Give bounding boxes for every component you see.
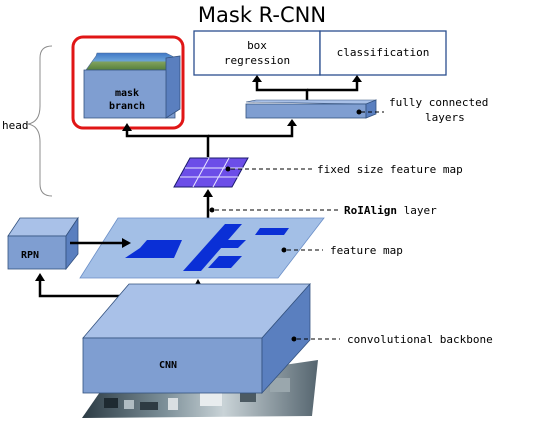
head-brace <box>27 45 53 197</box>
fixed-to-mask-arrow <box>125 128 210 157</box>
classification-box[interactable] <box>319 30 447 76</box>
rpn-label: RPN <box>21 250 39 261</box>
diagram-title: Mask R-CNN <box>198 3 326 27</box>
feature-map-label: feature map <box>330 244 403 257</box>
box-regression-label-line2: regression <box>224 54 290 67</box>
rpn-box[interactable]: RPN <box>7 216 79 271</box>
fc-to-classification-arrow <box>307 80 359 92</box>
fixed-to-fc-arrow <box>208 124 294 138</box>
fixed-size-feature-map[interactable] <box>173 157 249 188</box>
roi-region-3 <box>206 240 246 248</box>
roi-region-5 <box>255 228 289 235</box>
feature-map[interactable] <box>79 217 325 279</box>
classification-label: classification <box>337 46 430 59</box>
output-heads: box regression classification <box>193 30 447 76</box>
mask-branch-label-line2: branch <box>109 101 145 112</box>
mask-branch-box[interactable]: mask branch <box>83 52 181 119</box>
fixed-size-label: fixed size feature map <box>317 163 463 176</box>
box-regression-box[interactable] <box>193 30 321 76</box>
fully-connected-layer[interactable] <box>245 99 377 119</box>
backbone-label: convolutional backbone <box>347 333 493 346</box>
head-label: head <box>2 119 29 132</box>
cnn-backbone[interactable]: CNN <box>82 282 311 395</box>
roi-region-4 <box>208 256 242 268</box>
roialign-label-rest: layer <box>397 204 437 217</box>
fully-connected-label-line2: layers <box>425 111 465 124</box>
fc-to-regression-arrow <box>255 80 309 100</box>
roialign-label: RoIAlign layer <box>344 204 437 217</box>
cnn-label: CNN <box>159 360 177 371</box>
mask-branch-label-line1: mask <box>115 88 139 99</box>
roi-region-1 <box>125 240 182 258</box>
fully-connected-label-line1: fully connected <box>389 96 488 109</box>
roialign-label-bold: RoIAlign <box>344 204 397 217</box>
box-regression-label-line1: box <box>247 39 267 52</box>
